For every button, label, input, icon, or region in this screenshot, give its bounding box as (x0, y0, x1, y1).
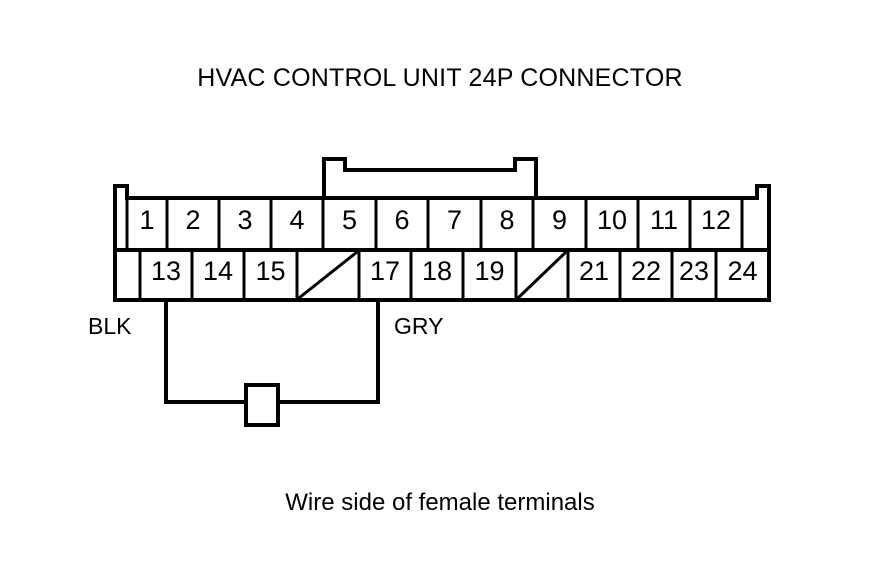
pin-cell-13[interactable]: 13 (150, 256, 182, 286)
pin-cell-22[interactable]: 22 (630, 256, 662, 286)
pin-cell-9[interactable]: 9 (551, 205, 568, 235)
pin-cell-8[interactable]: 8 (499, 205, 515, 235)
pin-cell-21[interactable]: 21 (578, 256, 610, 286)
pin-cell-1[interactable]: 1 (139, 205, 155, 235)
pin-cell-2[interactable]: 2 (185, 205, 201, 235)
pin-cell-7[interactable]: 7 (446, 205, 463, 235)
pin-cell-18[interactable]: 18 (421, 256, 453, 286)
pin-cell-6[interactable]: 6 (394, 205, 410, 235)
inline-component-box (244, 383, 280, 427)
pin-cell-4[interactable]: 4 (289, 205, 305, 235)
page-title: HVAC CONTROL UNIT 24P CONNECTOR (197, 64, 683, 92)
diagram-caption: Wire side of female terminals (285, 489, 595, 516)
pin-cell-3[interactable]: 3 (237, 205, 253, 235)
wire-path-blk (164, 300, 245, 404)
pin-cell-11[interactable]: 11 (649, 205, 679, 235)
wire-harness (164, 300, 380, 404)
pin-cell-14[interactable]: 14 (202, 256, 234, 286)
wire-label-blk: BLK (88, 313, 132, 339)
wire-path-gry (278, 300, 380, 404)
pin-cell-5[interactable]: 5 (341, 205, 358, 235)
pin-cell-17[interactable]: 17 (369, 256, 401, 286)
pin-cell-24[interactable]: 24 (727, 256, 758, 286)
pin-cell-19[interactable]: 19 (474, 256, 505, 286)
latch-tab (322, 157, 538, 198)
wire-label-gry: GRY (394, 313, 444, 339)
bottom-row-separators (138, 250, 718, 300)
connector-housing-outline (113, 184, 771, 302)
pin-cell-10[interactable]: 10 (596, 205, 628, 235)
pin-cell-23[interactable]: 23 (678, 256, 710, 286)
top-row-separators (125, 198, 744, 250)
pin-cell-15[interactable]: 15 (255, 256, 286, 286)
pin-cell-12[interactable]: 12 (700, 205, 732, 235)
blank-cell-slash (298, 250, 568, 300)
